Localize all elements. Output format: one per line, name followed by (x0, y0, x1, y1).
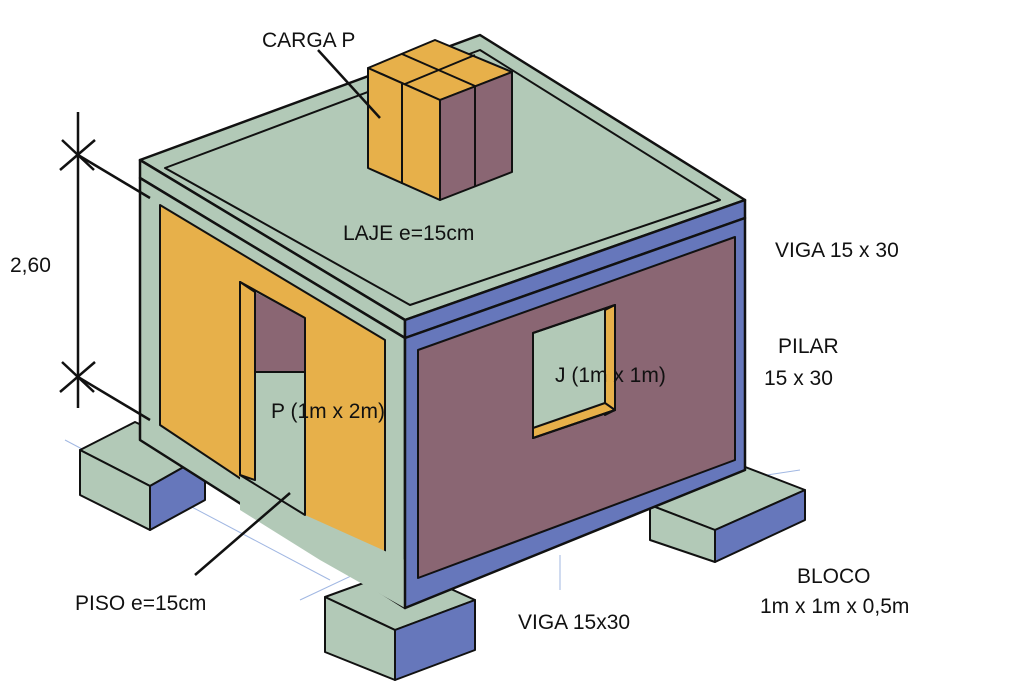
roof-slab (138, 33, 747, 340)
label-pilar: PILAR (778, 335, 839, 358)
label-porta: P (1m x 2m) (271, 400, 385, 423)
label-altura: 2,60 (10, 254, 51, 277)
label-bloco: BLOCO (797, 565, 871, 588)
load-boxes (367, 39, 513, 201)
height-dimension (59, 112, 151, 422)
label-viga-bottom: VIGA 15x30 (518, 611, 630, 634)
leader-lines (194, 49, 381, 576)
label-janela: J (1m x 1m) (555, 364, 666, 387)
label-piso: PISO e=15cm (75, 592, 206, 615)
label-bloco-size: 1m x 1m x 0,5m (760, 595, 909, 618)
label-carga: CARGA P (262, 29, 355, 52)
label-laje: LAJE e=15cm (343, 222, 474, 245)
label-pilar-size: 15 x 30 (764, 367, 833, 390)
door-opening (239, 281, 405, 608)
label-viga-top: VIGA 15 x 30 (775, 239, 899, 262)
window-opening (532, 304, 616, 439)
